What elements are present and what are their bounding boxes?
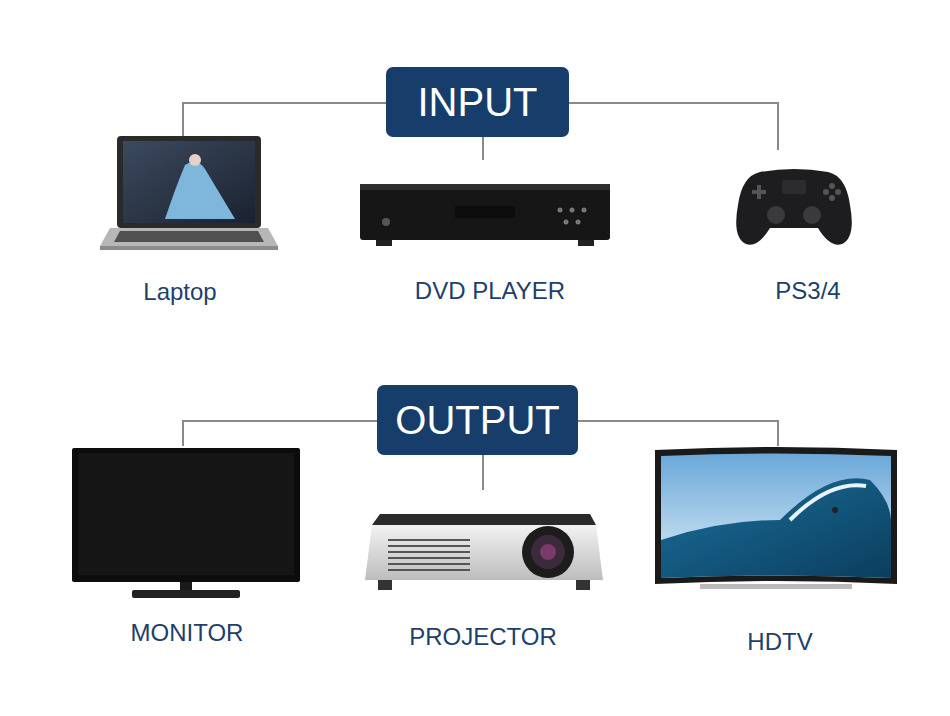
device-label: HDTV bbox=[747, 628, 812, 656]
hdtv-icon bbox=[655, 447, 897, 589]
heading-box: OUTPUT bbox=[377, 385, 578, 455]
controller-icon bbox=[736, 169, 852, 245]
device-label: MONITOR bbox=[131, 619, 244, 647]
projector-icon bbox=[365, 514, 603, 590]
box-label: OUTPUT bbox=[395, 398, 559, 443]
heading-box: INPUT bbox=[386, 67, 569, 137]
laptop-icon bbox=[100, 136, 278, 250]
dvd-player-icon bbox=[360, 184, 610, 246]
device-label: DVD PLAYER bbox=[415, 277, 565, 305]
monitor-icon bbox=[72, 448, 300, 598]
device-label: PS3/4 bbox=[775, 277, 840, 305]
box-label: INPUT bbox=[418, 80, 538, 125]
device-label: Laptop bbox=[143, 278, 216, 306]
wire bbox=[183, 103, 778, 490]
device-label: PROJECTOR bbox=[409, 623, 557, 651]
